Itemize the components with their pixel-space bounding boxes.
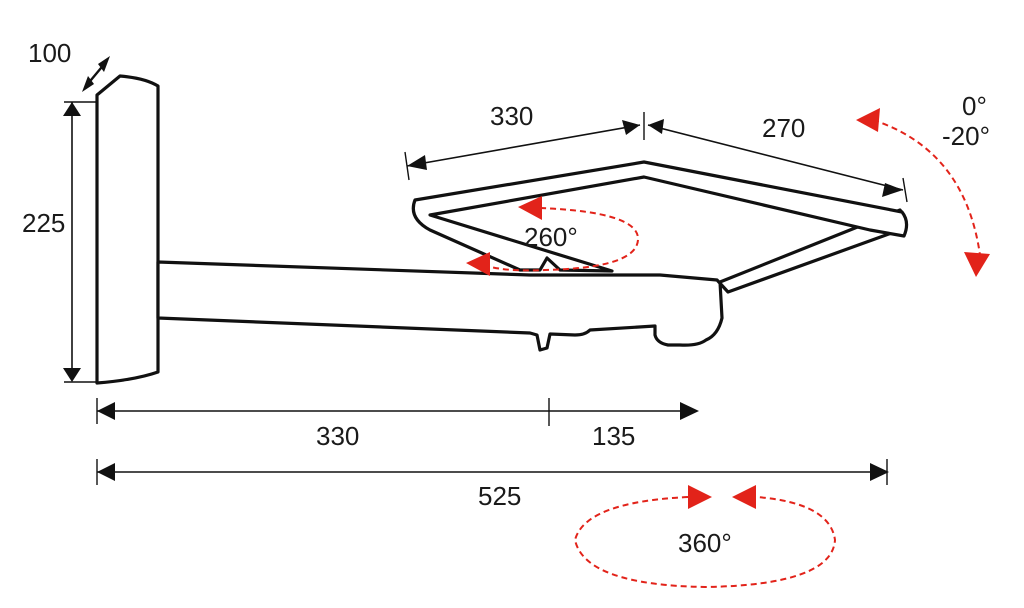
swivel-base-arrow-left [688,485,712,509]
depth-label: 100 [28,38,71,68]
mount-plate [411,160,909,273]
height-dimension: 225 [22,101,96,383]
height-label: 225 [22,208,65,238]
swivel-upper-label: 260° [524,222,578,252]
arm-rear-dimension: 270 [643,112,908,203]
swivel-base-indicator: 360° [573,485,837,589]
tilt-arrow-top [856,108,880,132]
reach-total-label: 525 [478,481,521,511]
bracket-outline [95,74,909,385]
reach-extra-label: 135 [592,421,635,451]
arm-front-dimension: 330 [404,101,641,181]
tilt-indicator: 0° -20° [856,91,990,277]
tilt-arrow-bottom [964,252,990,277]
depth-dimension: 100 [28,38,110,92]
reach-inner-label: 330 [316,421,359,451]
swivel-upper-indicator: 260° [466,196,640,276]
wall-plate [95,74,160,385]
swivel-upper-arrow-b [466,252,490,276]
arm-rear-label: 270 [762,113,805,143]
arm-front-label: 330 [490,101,533,131]
swivel-upper-arrow-a [518,196,542,220]
tilt-top-label: 0° [962,91,987,121]
total-reach-dimension: 525 [96,459,889,511]
tilt-bottom-label: -20° [942,121,990,151]
swivel-base-label: 360° [678,528,732,558]
swivel-base-arrow-right [732,485,756,509]
reach-dimension: 330 135 [96,398,699,451]
